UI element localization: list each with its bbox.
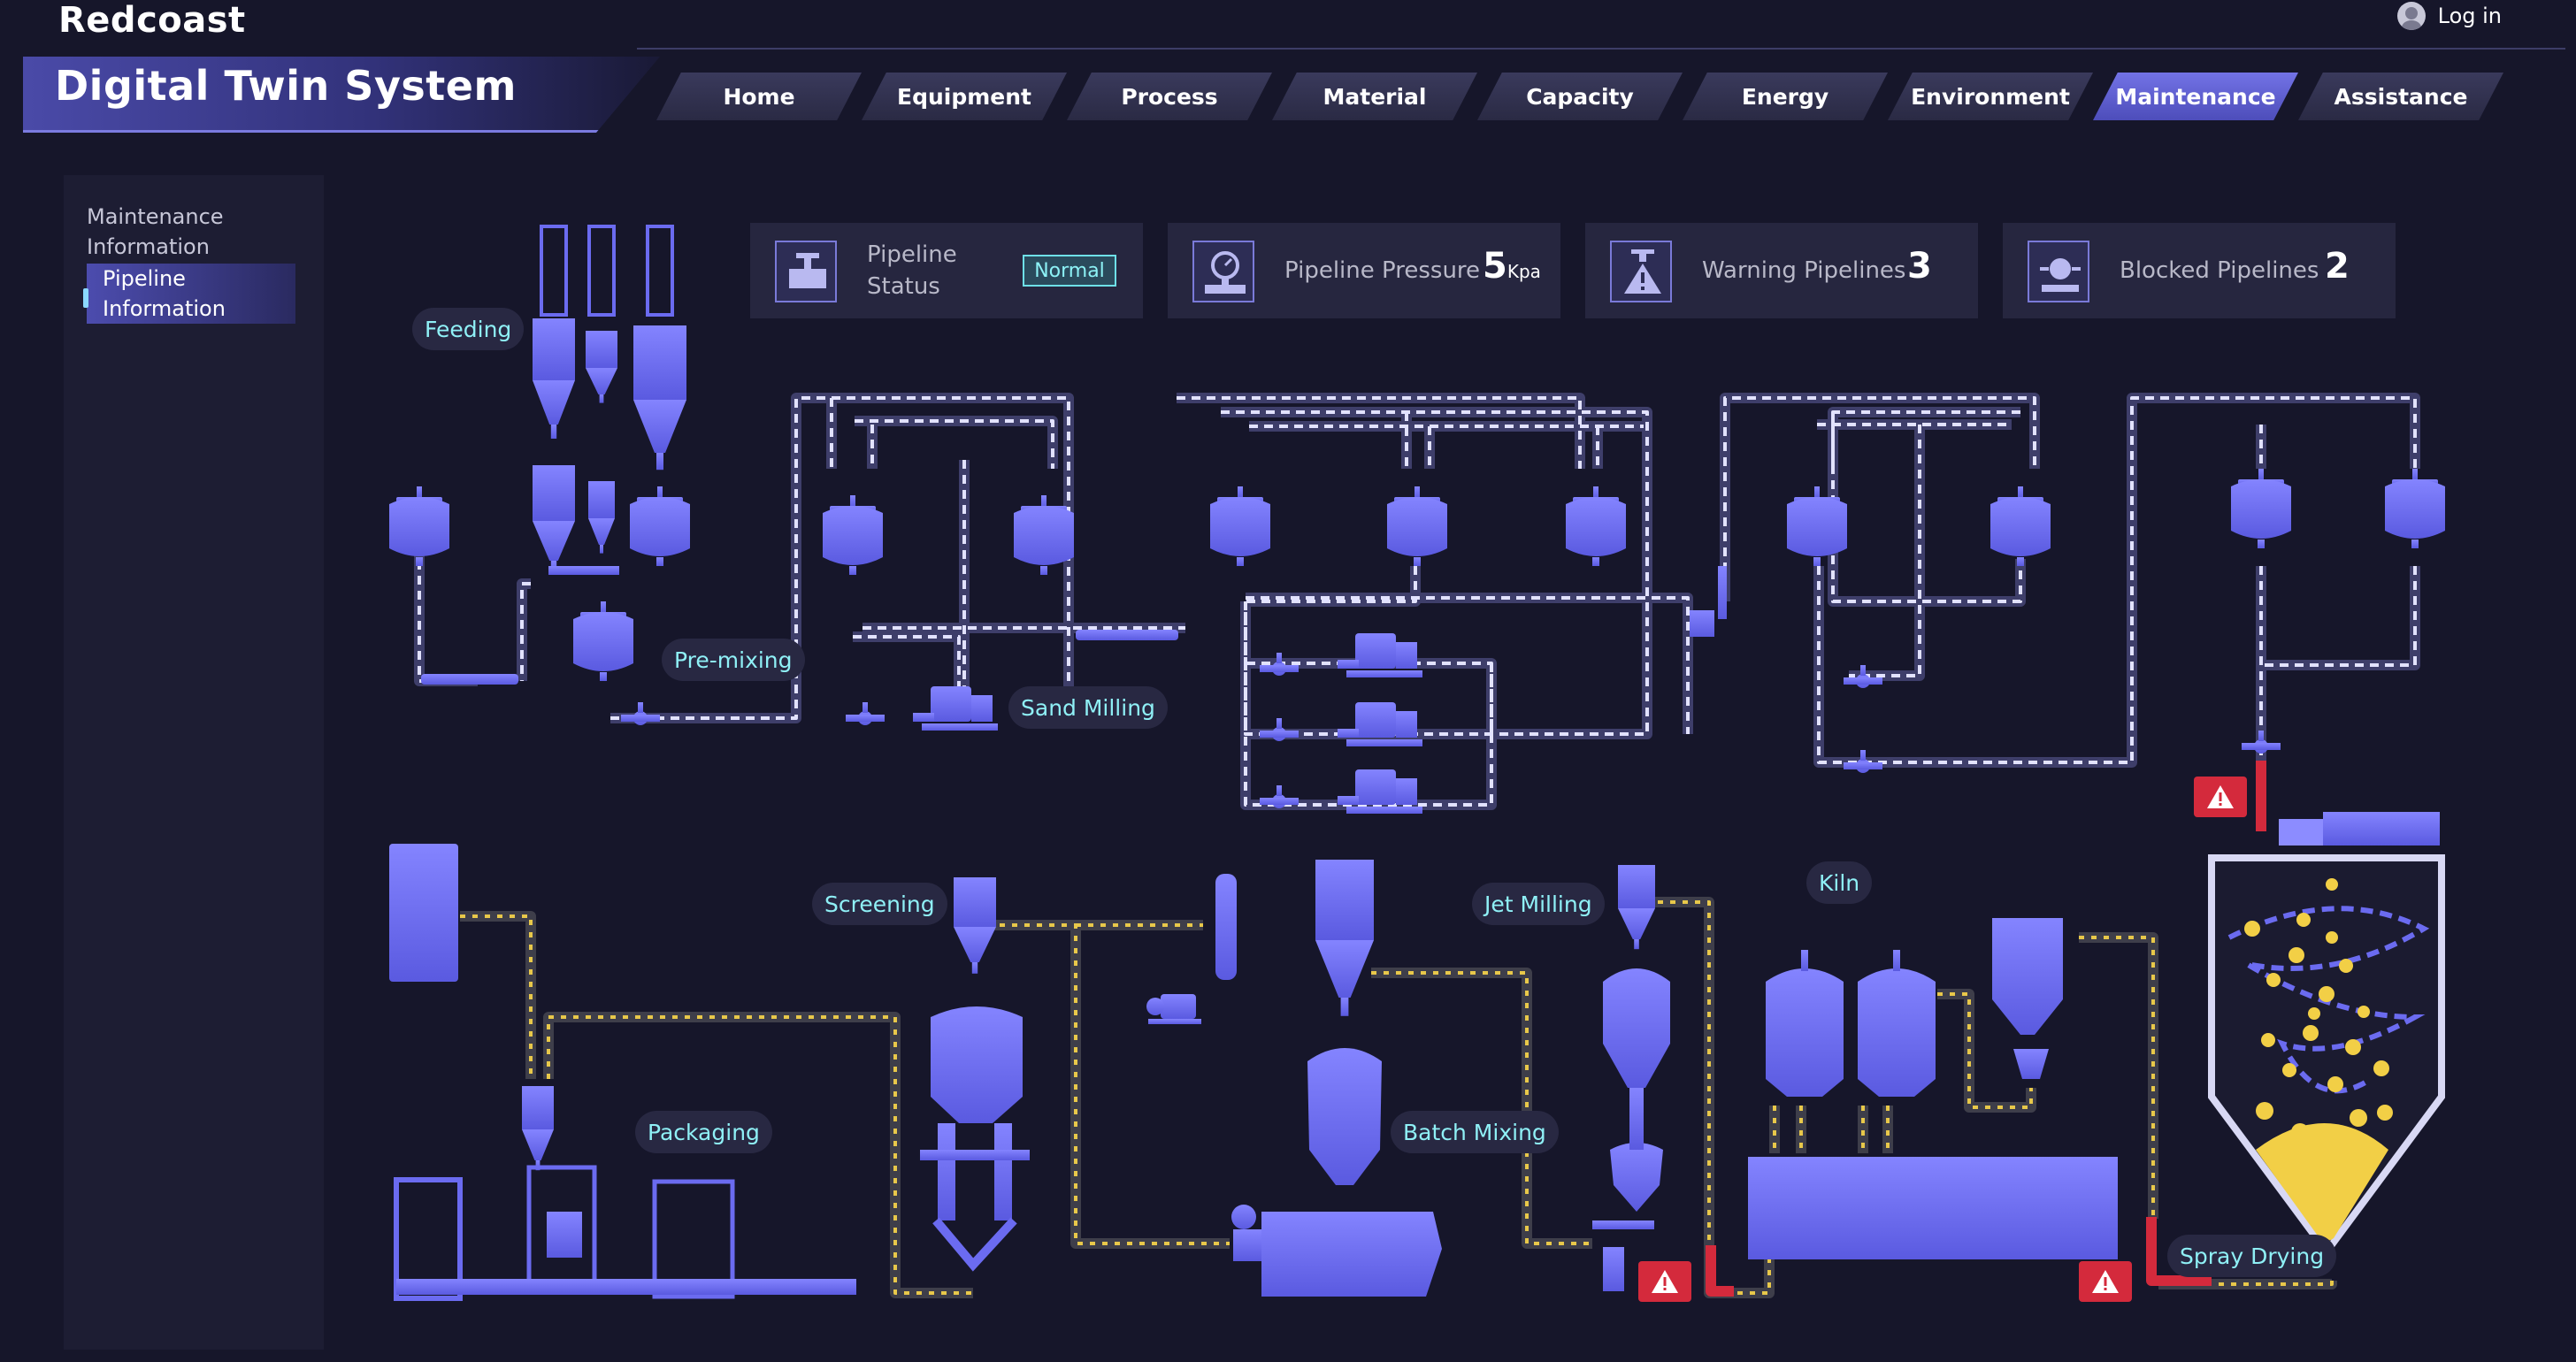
warning-pipes [1706,761,2266,1297]
pipe-warning-badge[interactable] [1638,1261,1691,1302]
sidebar-item-label: Information [87,234,210,259]
stage-label-packaging[interactable]: Packaging [635,1111,772,1153]
sidebar-item-label: Information [103,296,226,321]
card-pipeline-status: Pipeline Status Normal [750,223,1143,318]
sidebar: Maintenance Information Pipeline Informa… [64,175,324,1350]
tab-capacity[interactable]: Capacity [1477,73,1683,120]
card-label: Pipeline Pressure [1284,257,1481,284]
blocked-pipe-icon [2028,241,2089,302]
blocked-count: 2 [2325,246,2350,287]
pressure-value: 5Kpa [1483,246,1541,287]
stage-label-jet-milling[interactable]: Jet Milling [1472,883,1605,925]
page-title: Digital Twin System [55,62,517,110]
card-label: Pipeline Status [867,241,957,300]
kiln-equipment [1748,918,2118,1259]
sidebar-item-pipeline-information[interactable]: Pipeline Information [83,264,295,324]
stage-label-premixing[interactable]: Pre-mixing [662,639,805,681]
warning-pipe-icon [1610,241,1672,302]
tab-assistance[interactable]: Assistance [2298,73,2503,120]
sidebar-item-label: Pipeline [103,266,186,291]
tab-process[interactable]: Process [1067,73,1272,120]
main-nav: Home Equipment Process Material Capacity… [656,73,2503,120]
tab-energy[interactable]: Energy [1683,73,1888,120]
tab-equipment[interactable]: Equipment [862,73,1067,120]
top-pipes [418,396,2417,807]
sidebar-item-label: Maintenance [87,204,224,229]
tab-environment[interactable]: Environment [1888,73,2093,120]
pipe-warning-badge[interactable] [2194,777,2247,817]
batch-mixing-equipment [1231,860,1442,1297]
tab-maintenance[interactable]: Maintenance [2093,73,2298,120]
card-warning-pipelines: Warning Pipelines 3 [1585,223,1978,318]
title-banner [23,57,660,133]
warning-triangle-icon [2207,785,2234,808]
jet-milling-equipment [1592,865,1670,1291]
packaging-equipment [389,844,856,1301]
bottom-pipes [460,900,2334,1295]
card-label: Blocked Pipelines [2120,257,2319,284]
tab-material[interactable]: Material [1272,73,1477,120]
middle-equipment [1210,486,1727,814]
warning-count: 3 [1907,246,1932,287]
pipe-warning-badge[interactable] [2079,1261,2132,1302]
tab-home[interactable]: Home [656,73,862,120]
stage-label-screening[interactable]: Screening [812,883,947,925]
active-marker [83,288,88,308]
stage-label-spray-drying[interactable]: Spray Drying [2167,1235,2337,1277]
status-badge: Normal [1023,255,1116,287]
card-pipeline-pressure: Pipeline Pressure 5Kpa [1168,223,1560,318]
card-label: Warning Pipelines [1702,257,1906,284]
stage-label-kiln[interactable]: Kiln [1806,861,1873,904]
login-label: Log in [2437,4,2502,28]
stage-label-sand-milling[interactable]: Sand Milling [1008,686,1168,729]
sidebar-item-maintenance-information[interactable]: Maintenance Information [87,202,299,262]
warning-triangle-icon [2092,1270,2119,1293]
stage-label-batch-mixing[interactable]: Batch Mixing [1391,1111,1559,1153]
header-divider [637,48,2565,50]
spray-dryer [2208,812,2445,1251]
stage-label-feeding[interactable]: Feeding [412,308,525,350]
header: Redcoast Digital Twin System Log in Home… [0,0,2576,150]
right-top-equipment [1787,469,2445,773]
feeding-equipment [389,225,690,725]
valve-icon [775,241,837,302]
warning-triangle-icon [1652,1270,1678,1293]
powder-particles [2244,878,2393,1141]
brand-logo: Redcoast [58,0,246,41]
user-avatar-icon [2396,2,2426,30]
pressure-gauge-icon [1192,241,1254,302]
screening-equipment [920,874,1237,1272]
card-blocked-pipelines: Blocked Pipelines 2 [2003,223,2396,318]
sand-milling-equipment [823,495,1178,731]
login-button[interactable]: Log in [2396,2,2502,30]
